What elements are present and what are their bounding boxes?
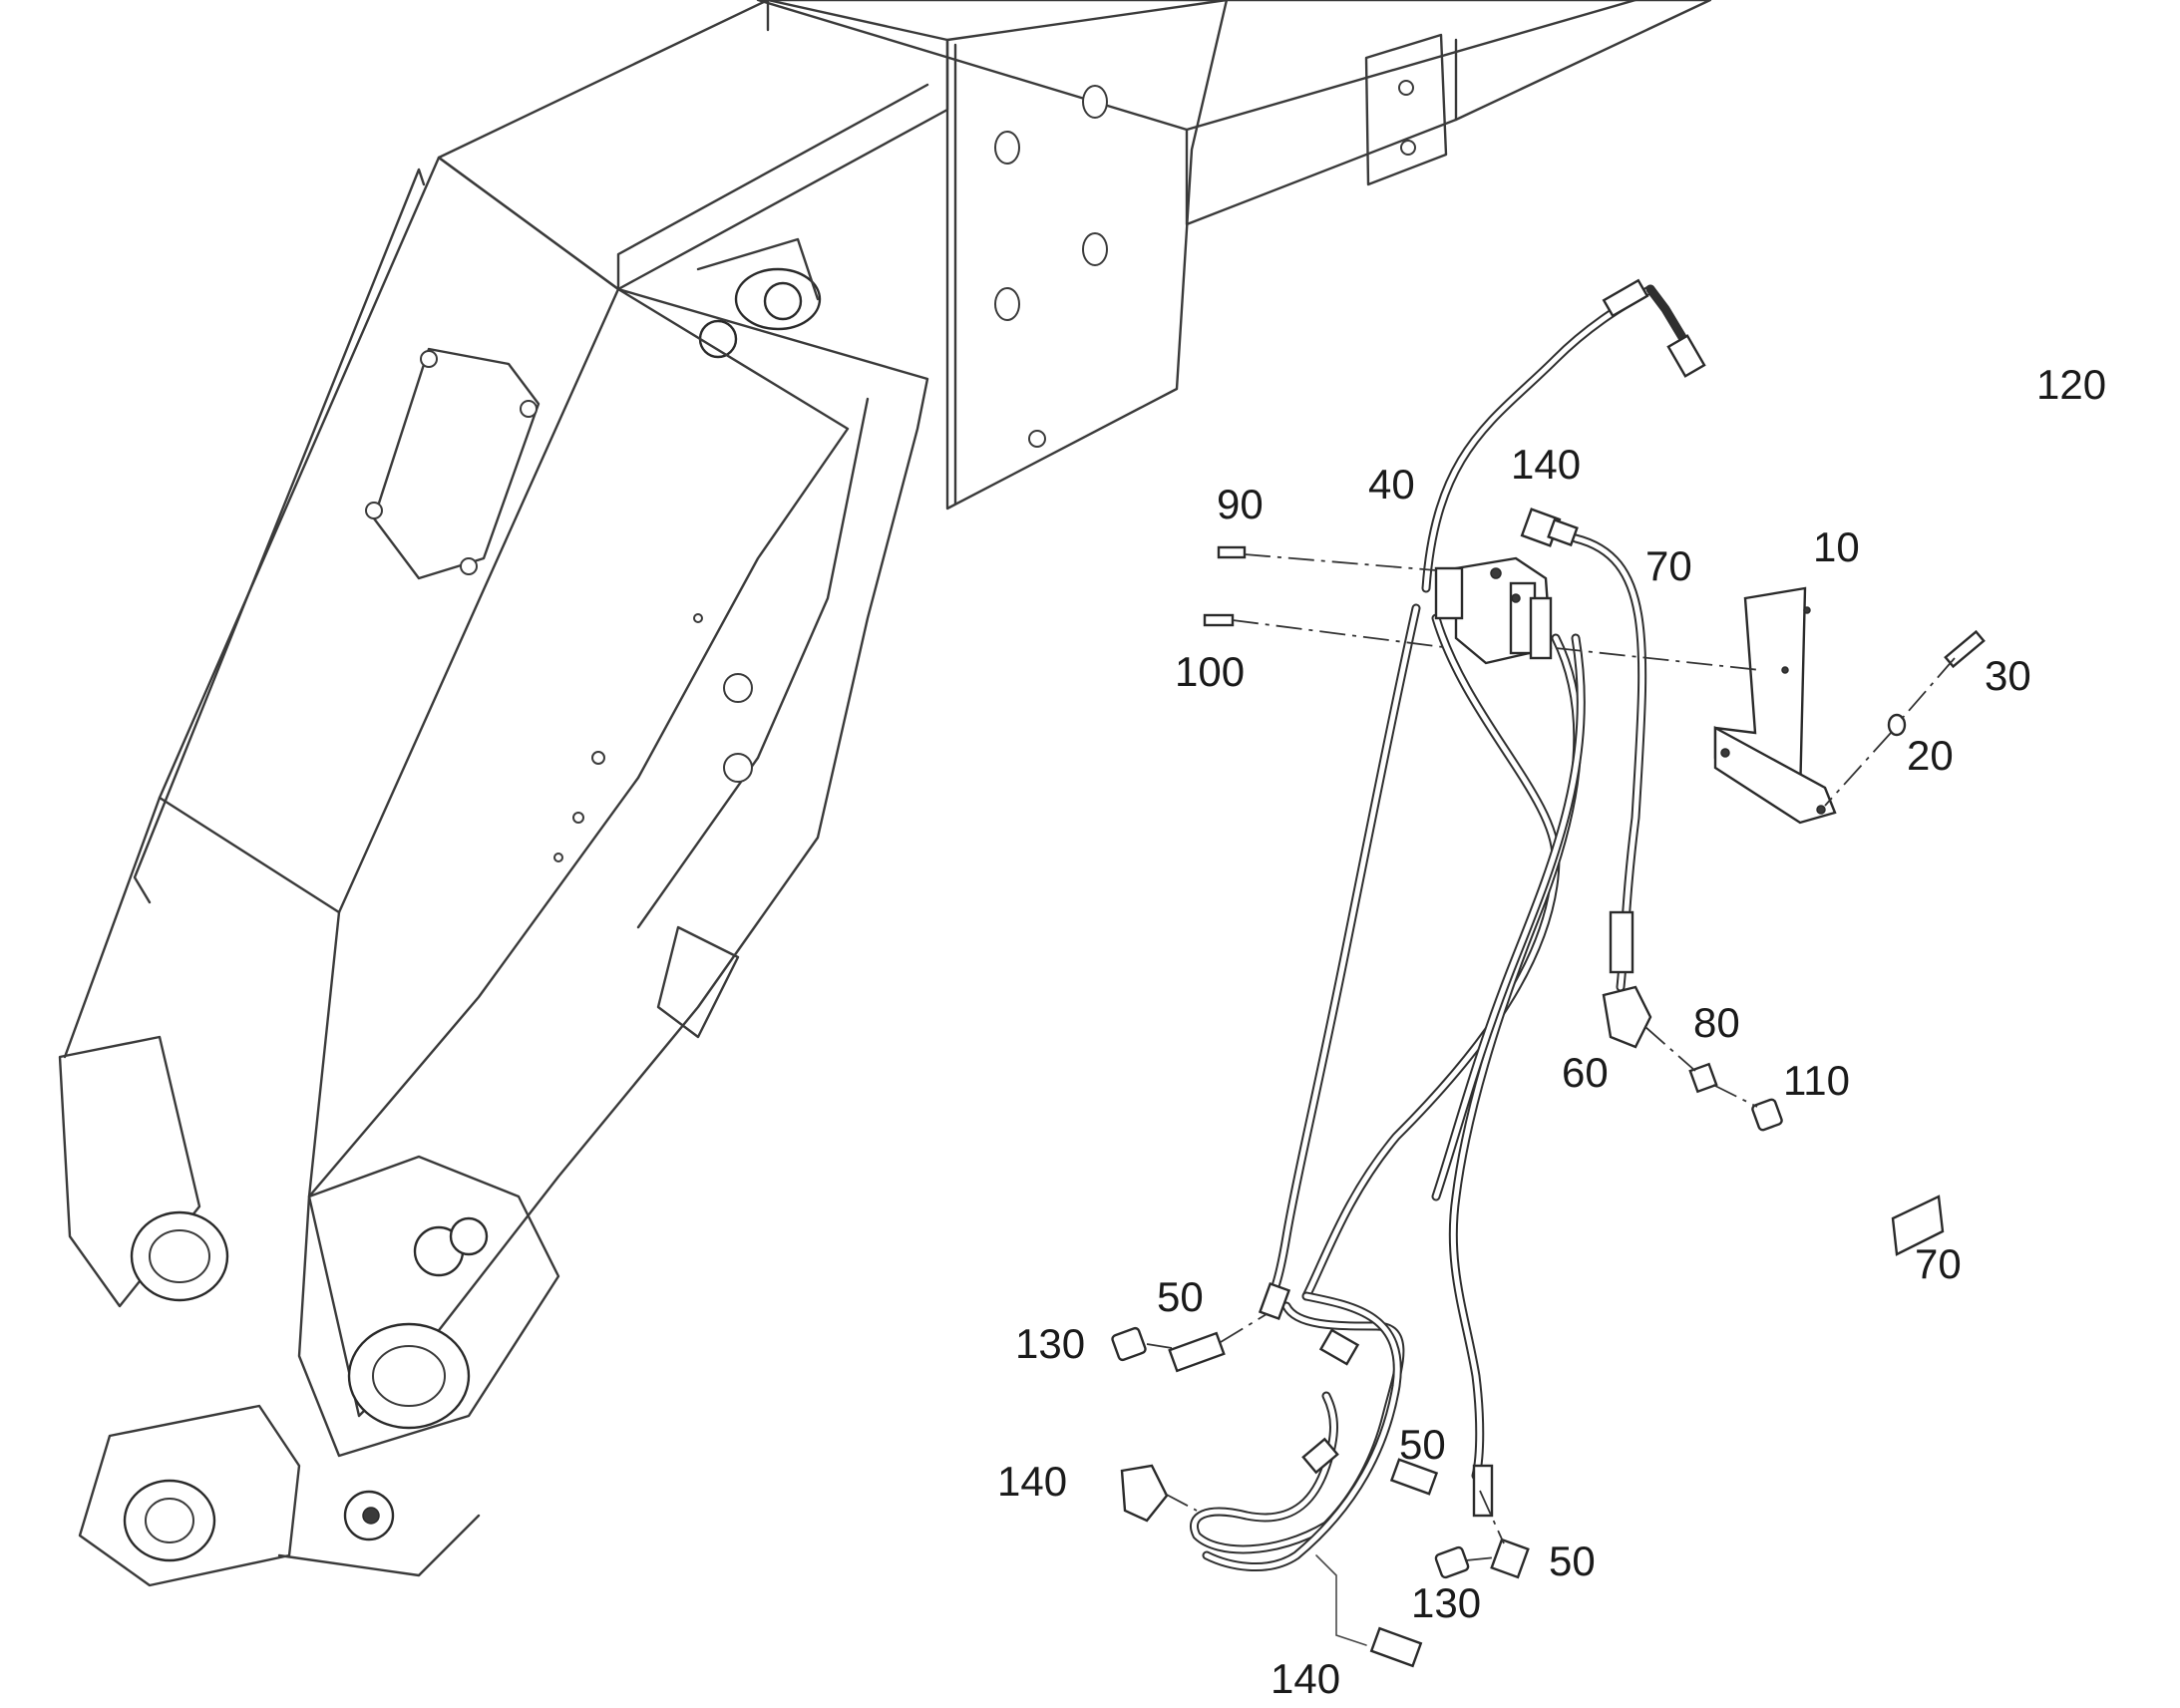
label-part-140-bottom: 140 [1271,1655,1340,1702]
valve-block [1434,556,1553,665]
label-part-140-top: 140 [1511,441,1581,488]
label-part-90: 90 [1217,481,1264,527]
label-part-50-right: 50 [1549,1537,1596,1584]
label-part-40: 40 [1368,461,1415,508]
label-part-120: 120 [2036,361,2106,408]
label-part-30: 30 [1985,652,2031,699]
label-part-130-bottom: 130 [1411,1579,1481,1626]
label-part-140-left: 140 [997,1458,1067,1505]
label-part-70-bottom: 70 [1915,1240,1962,1287]
label-part-110: 110 [1783,1057,1850,1104]
boom-frame-structure [58,0,1712,1587]
label-part-100: 100 [1175,648,1245,695]
label-part-20: 20 [1907,732,1954,779]
label-part-50-left: 50 [1157,1273,1204,1320]
label-part-130-left: 130 [1015,1320,1085,1367]
hydraulic-hose-assembly [1190,278,1706,1646]
label-part-50-mid: 50 [1399,1421,1446,1468]
label-part-60: 60 [1562,1049,1609,1096]
label-part-70-top: 70 [1645,542,1692,589]
assembly-center-lines [1146,553,1956,1561]
label-part-10: 10 [1813,523,1860,570]
label-part-80: 80 [1693,999,1740,1046]
part-labels: 120 140 40 90 70 10 100 30 20 80 60 110 … [997,361,2106,1702]
small-fittings [1111,508,1986,1668]
bracket-part [1713,586,1837,825]
